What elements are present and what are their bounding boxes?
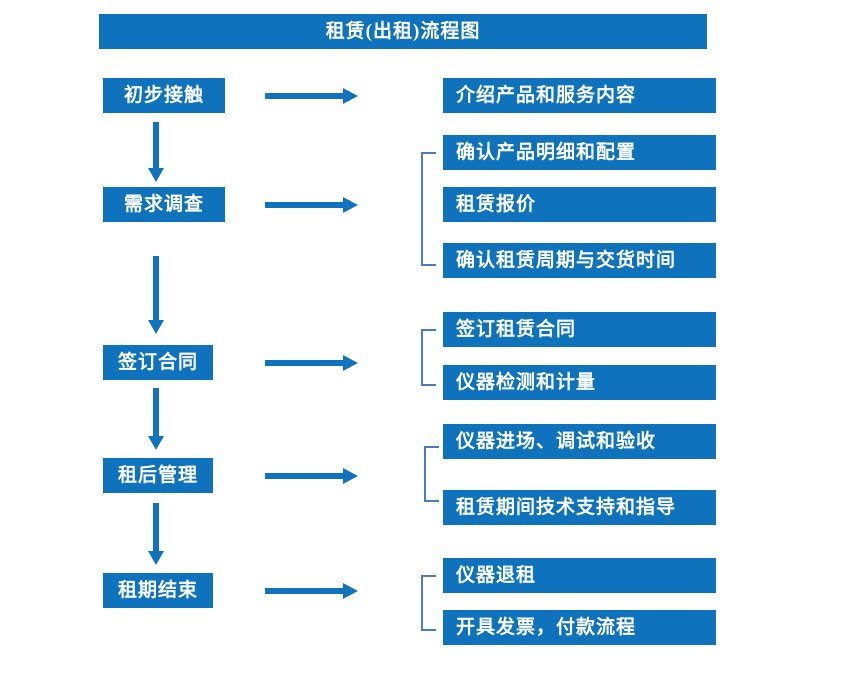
- arrow-stem: [265, 202, 344, 208]
- output-box: 签订租赁合同: [443, 312, 716, 347]
- arrow-head: [148, 436, 164, 450]
- output-box: 开具发票，付款流程: [443, 610, 716, 645]
- bracket-connector: [421, 152, 436, 266]
- down-arrow-icon: [148, 388, 164, 450]
- right-arrow-icon: [265, 197, 358, 213]
- output-box: 仪器进场、调试和验收: [443, 424, 716, 459]
- right-arrow-icon: [265, 583, 358, 599]
- output-box: 租赁期间技术支持和指导: [443, 490, 716, 525]
- arrow-head: [343, 468, 358, 484]
- right-arrow-icon: [265, 88, 358, 104]
- bracket-connector: [421, 575, 436, 631]
- output-box: 确认租赁周期与交货时间: [443, 243, 716, 278]
- right-arrow-icon: [265, 355, 358, 371]
- arrow-head: [343, 197, 358, 213]
- down-arrow-icon: [148, 256, 164, 334]
- arrow-stem: [153, 122, 159, 169]
- bracket-connector: [424, 446, 439, 502]
- arrow-head: [343, 583, 358, 599]
- step-box-rental-end: 租期结束: [103, 573, 213, 608]
- arrow-stem: [265, 360, 344, 366]
- output-box: 仪器检测和计量: [443, 365, 716, 400]
- arrow-head: [148, 551, 164, 565]
- step-box-sign-contract: 签订合同: [103, 345, 213, 380]
- arrow-head: [148, 320, 164, 334]
- arrow-head: [148, 168, 164, 182]
- arrow-head: [343, 355, 358, 371]
- arrow-stem: [265, 588, 344, 594]
- arrow-stem: [153, 388, 159, 437]
- arrow-stem: [265, 473, 344, 479]
- output-box: 租赁报价: [443, 187, 716, 222]
- arrow-stem: [153, 503, 159, 552]
- output-box: 确认产品明细和配置: [443, 135, 716, 170]
- step-box-initial-contact: 初步接触: [103, 78, 225, 113]
- flowchart-title: 租赁(出租)流程图: [99, 14, 707, 49]
- bracket-connector: [421, 329, 436, 386]
- output-box: 介绍产品和服务内容: [443, 78, 716, 113]
- output-box: 仪器退租: [443, 558, 716, 593]
- arrow-head: [343, 88, 358, 104]
- arrow-stem: [153, 256, 159, 321]
- down-arrow-icon: [148, 122, 164, 182]
- right-arrow-icon: [265, 468, 358, 484]
- step-box-post-rental-management: 租后管理: [103, 458, 213, 493]
- down-arrow-icon: [148, 503, 164, 565]
- step-box-needs-survey: 需求调查: [103, 187, 225, 222]
- arrow-stem: [265, 93, 344, 99]
